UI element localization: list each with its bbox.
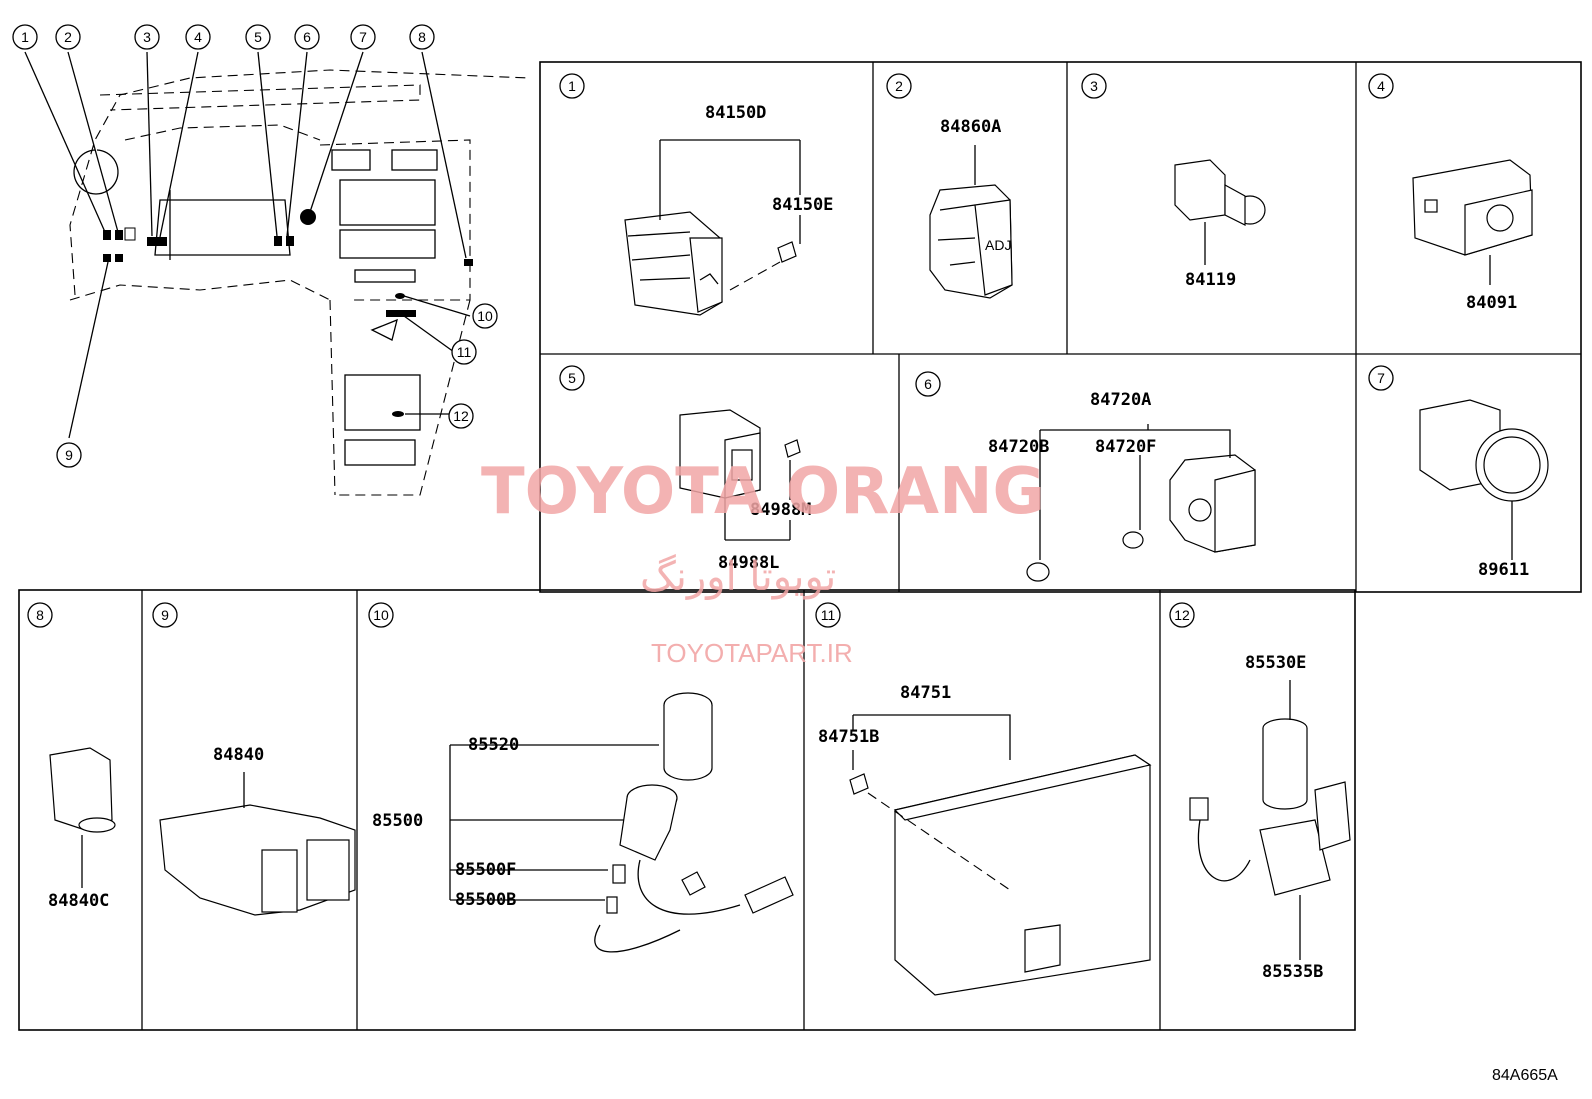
part-number: 84720F — [1095, 437, 1156, 457]
part-leaders-panel-1 — [659, 139, 801, 244]
part-number: 85500F — [455, 860, 516, 880]
part-drawing-power-outlet — [1189, 680, 1351, 960]
svg-text:2: 2 — [895, 78, 903, 94]
panel-number-7: 7 — [1368, 365, 1394, 391]
svg-text:3: 3 — [143, 29, 151, 45]
part-number: 84988L — [718, 553, 779, 573]
part-number: 84840C — [48, 891, 109, 911]
panel-number-6: 6 — [915, 371, 941, 397]
diagram-code: 84A665A — [1492, 1067, 1558, 1084]
part-drawing-switch-84840C — [49, 747, 116, 888]
svg-text:2: 2 — [64, 29, 72, 45]
part-number: 84840 — [213, 745, 264, 765]
part-number: 84720B — [988, 437, 1049, 457]
overview-callout-7: 7 — [350, 24, 376, 50]
overview-callout-1: 1 — [12, 24, 38, 50]
panel-number-4: 4 — [1368, 73, 1394, 99]
part-drawing-switch-84840 — [159, 772, 356, 916]
svg-text:11: 11 — [821, 607, 836, 623]
svg-text:8: 8 — [418, 29, 426, 45]
part-number: 84150E — [772, 195, 833, 215]
svg-text:6: 6 — [303, 29, 311, 45]
panel-number-10: 10 — [368, 602, 394, 628]
panel-number-5: 5 — [559, 365, 585, 391]
svg-text:ADJ: ADJ — [985, 237, 1011, 253]
panel-number-9: 9 — [152, 602, 178, 628]
part-number: 84720A — [1090, 390, 1151, 410]
overview-callout-4: 4 — [185, 24, 211, 50]
overview-callout-3: 3 — [134, 24, 160, 50]
part-drawing-switch-84150D — [624, 211, 797, 316]
overview-callout-8: 8 — [409, 24, 435, 50]
part-number: 84988M — [750, 500, 811, 520]
watermark-line-3: TOYOTAPART.IR — [651, 638, 853, 668]
svg-text:1: 1 — [21, 29, 29, 45]
panel-number-2: 2 — [886, 73, 912, 99]
panel-number-1: 1 — [559, 73, 585, 99]
svg-text:5: 5 — [568, 370, 576, 386]
svg-text:4: 4 — [194, 29, 202, 45]
overview-callout-2: 2 — [55, 24, 81, 50]
panel-number-8: 8 — [27, 602, 53, 628]
part-number: 85500 — [372, 811, 423, 831]
svg-text:12: 12 — [1174, 607, 1190, 623]
svg-text:7: 7 — [359, 29, 367, 45]
dashboard-overview — [24, 51, 531, 496]
part-number: 89611 — [1478, 560, 1529, 580]
part-drawing-switch-84091 — [1412, 159, 1533, 285]
panel-borders — [18, 61, 1582, 1031]
svg-text:10: 10 — [373, 607, 389, 623]
overview-callout-5: 5 — [245, 24, 271, 50]
panel-number-11: 11 — [815, 602, 841, 628]
overview-callout-11: 11 — [451, 339, 477, 365]
part-number: 85535B — [1262, 962, 1323, 982]
part-number-labels: 84150D 84150E 84860A 84119 84091 84988M … — [48, 103, 1529, 982]
watermark: TOYOTA ORANG تویوتا اورنگ TOYOTAPART.IR — [481, 455, 1045, 668]
svg-text:1: 1 — [568, 78, 576, 94]
svg-text:10: 10 — [477, 308, 493, 324]
svg-text:12: 12 — [453, 408, 469, 424]
svg-text:4: 4 — [1377, 78, 1385, 94]
svg-text:9: 9 — [65, 447, 73, 463]
overview-callout-9: 9 — [56, 442, 82, 468]
part-drawing-cigarette-lighter — [449, 692, 794, 953]
svg-text:9: 9 — [161, 607, 169, 623]
part-drawing-switch-84860A: ADJ — [929, 145, 1013, 299]
part-drawing-switch-84988M — [679, 409, 801, 541]
overview-callout-6: 6 — [294, 24, 320, 50]
part-drawing-switch-84720A — [1026, 424, 1256, 582]
part-number: 85520 — [468, 735, 519, 755]
part-number: 84119 — [1185, 270, 1236, 290]
watermark-line-1: TOYOTA ORANG — [481, 455, 1045, 529]
svg-text:6: 6 — [924, 376, 932, 392]
svg-text:3: 3 — [1090, 78, 1098, 94]
overview-callout-12: 12 — [448, 403, 474, 429]
svg-text:5: 5 — [254, 29, 262, 45]
part-number: 85530E — [1245, 653, 1306, 673]
overview-callout-10: 10 — [472, 303, 498, 329]
part-number: 85500B — [455, 890, 516, 910]
part-number: 84751 — [900, 683, 951, 703]
part-drawing-switch-84751 — [849, 714, 1152, 996]
part-number: 84751B — [818, 727, 879, 747]
svg-text:11: 11 — [457, 344, 472, 360]
svg-text:7: 7 — [1377, 370, 1385, 386]
svg-text:8: 8 — [36, 607, 44, 623]
part-drawing-switch-89611 — [1419, 399, 1549, 560]
part-drawing-switch-84119 — [1174, 159, 1266, 265]
panel-number-12: 12 — [1169, 602, 1195, 628]
part-number: 84150D — [705, 103, 766, 123]
panel-number-3: 3 — [1081, 73, 1107, 99]
watermark-line-2: تویوتا اورنگ — [640, 554, 836, 600]
part-number: 84091 — [1466, 293, 1517, 313]
part-number: 84860A — [940, 117, 1001, 137]
